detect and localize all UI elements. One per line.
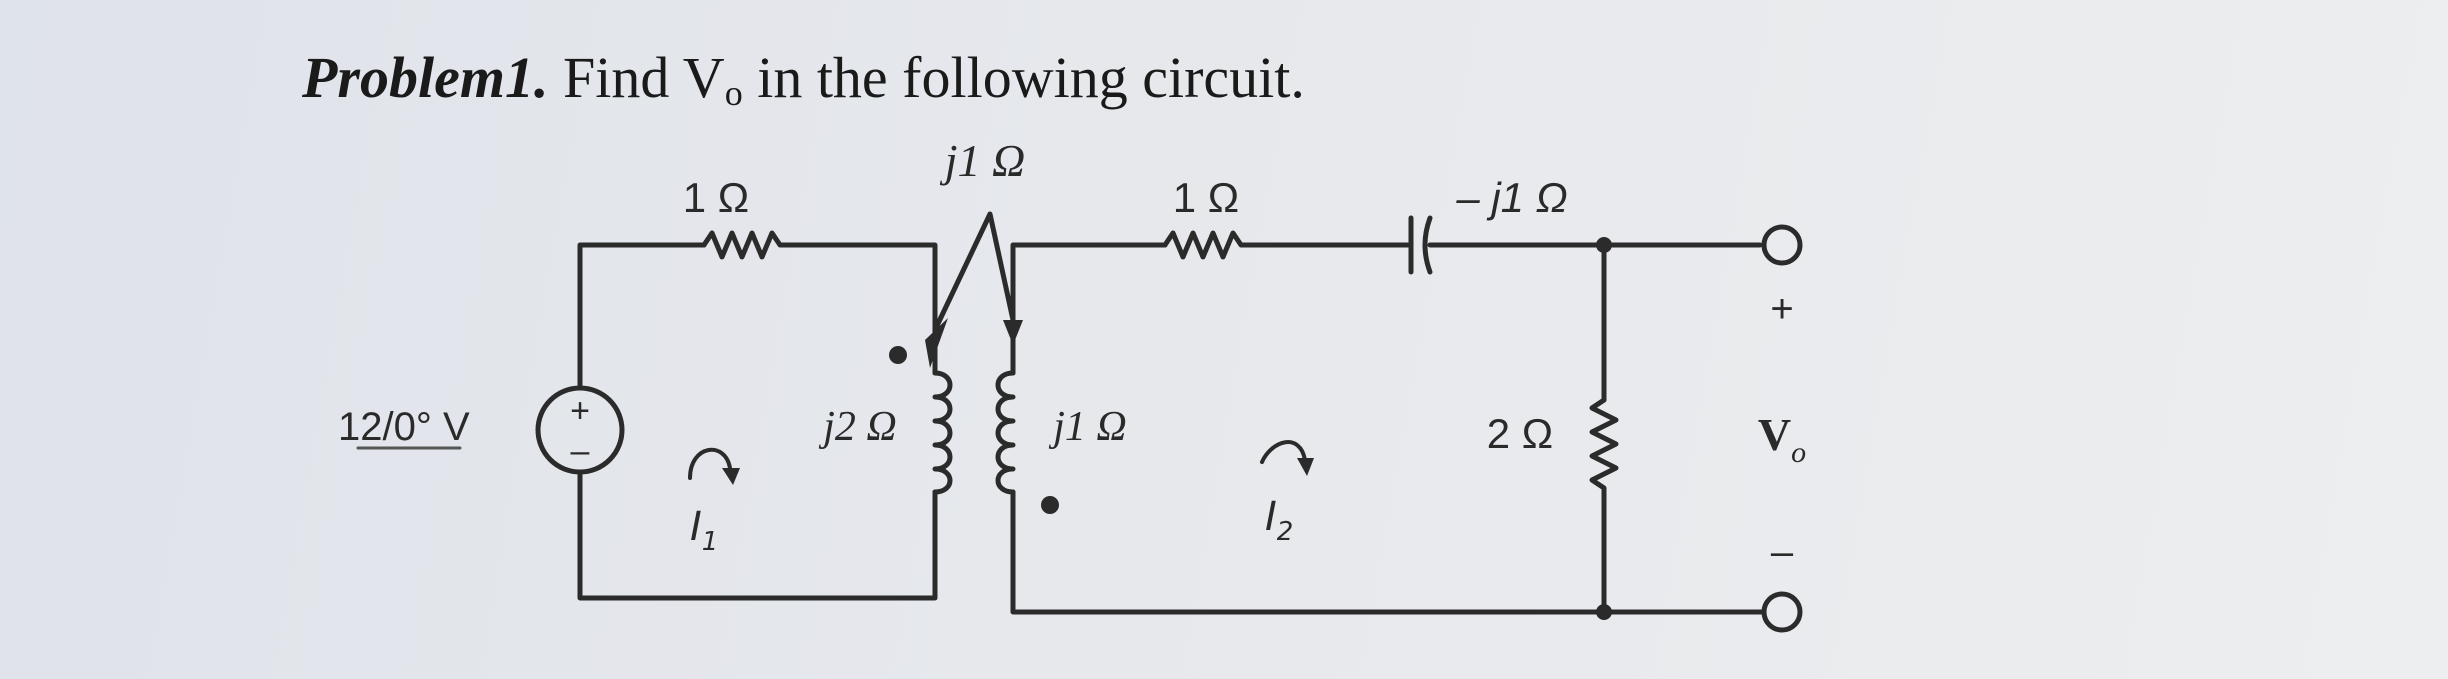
resistor-right [1589,397,1619,498]
inductor-primary [932,370,953,495]
resistor-left-label: 1 Ω [683,174,749,221]
mesh-current-2-sub: 2 [1277,517,1294,547]
output-terminal-top [1761,224,1803,266]
resistor-left [701,230,790,260]
wire-secondary-top [1010,242,1168,376]
mesh-current-1-letter: I [690,504,702,550]
voltage-source [535,385,625,475]
source-plus: + [570,392,590,430]
wire-left-bottom [577,472,938,601]
inductor-primary-label: j2 Ω [818,404,897,450]
problem-text-after: in the following circuit. [742,45,1305,110]
problem-number: Problem1. [302,45,549,110]
inductor-secondary [995,370,1016,495]
resistor-right-label: 2 Ω [1487,410,1553,457]
junction-node-top [1596,237,1612,253]
capacitor-plate-right [1422,215,1433,275]
output-voltage-sub: o [1791,436,1806,469]
mesh-arrow-1 [688,447,732,480]
dot-secondary [1041,496,1059,514]
resistor-middle-label: 1 Ω [1173,174,1239,221]
output-voltage-label: Vo [1758,409,1806,469]
source-minus: – [571,432,590,470]
mesh-current-1-label: I1 [690,504,718,557]
problem-text-subscript: o [724,73,743,113]
coupling-arrowhead-left [925,318,948,368]
wire-secondary-bottom [1010,489,1763,615]
mesh-current-2-letter: I [1265,494,1277,540]
junction-node-bottom [1596,604,1612,620]
mutual-coupling-arrow [932,211,1016,333]
problem-text-before: Find V [562,45,725,110]
capacitor-label: – j1 Ω [1455,174,1567,221]
mesh-current-2-label: I2 [1265,494,1293,547]
mesh-arrowhead-1 [722,468,740,485]
mutual-coupling-label: j1 Ω [940,135,1026,186]
problem-statement: Problem1. Find Vo in the following circu… [302,44,1305,114]
output-terminal-bottom [1761,591,1803,633]
wire-left-right-top [784,242,938,376]
wire-left-top [577,242,707,388]
dot-primary [889,346,907,364]
mesh-arrowhead-2 [1297,458,1314,476]
mesh-current-1-sub: 1 [702,527,719,557]
output-minus-label: – [1771,530,1794,574]
inductor-secondary-label: j1 Ω [1048,404,1127,450]
output-plus-label: + [1770,287,1793,331]
coupling-arrowhead-right [1003,320,1023,345]
resistor-middle [1162,230,1251,260]
output-voltage-letter: V [1758,409,1791,460]
source-label: 12/0° V [338,405,470,449]
mesh-arrow-2 [1260,440,1307,464]
